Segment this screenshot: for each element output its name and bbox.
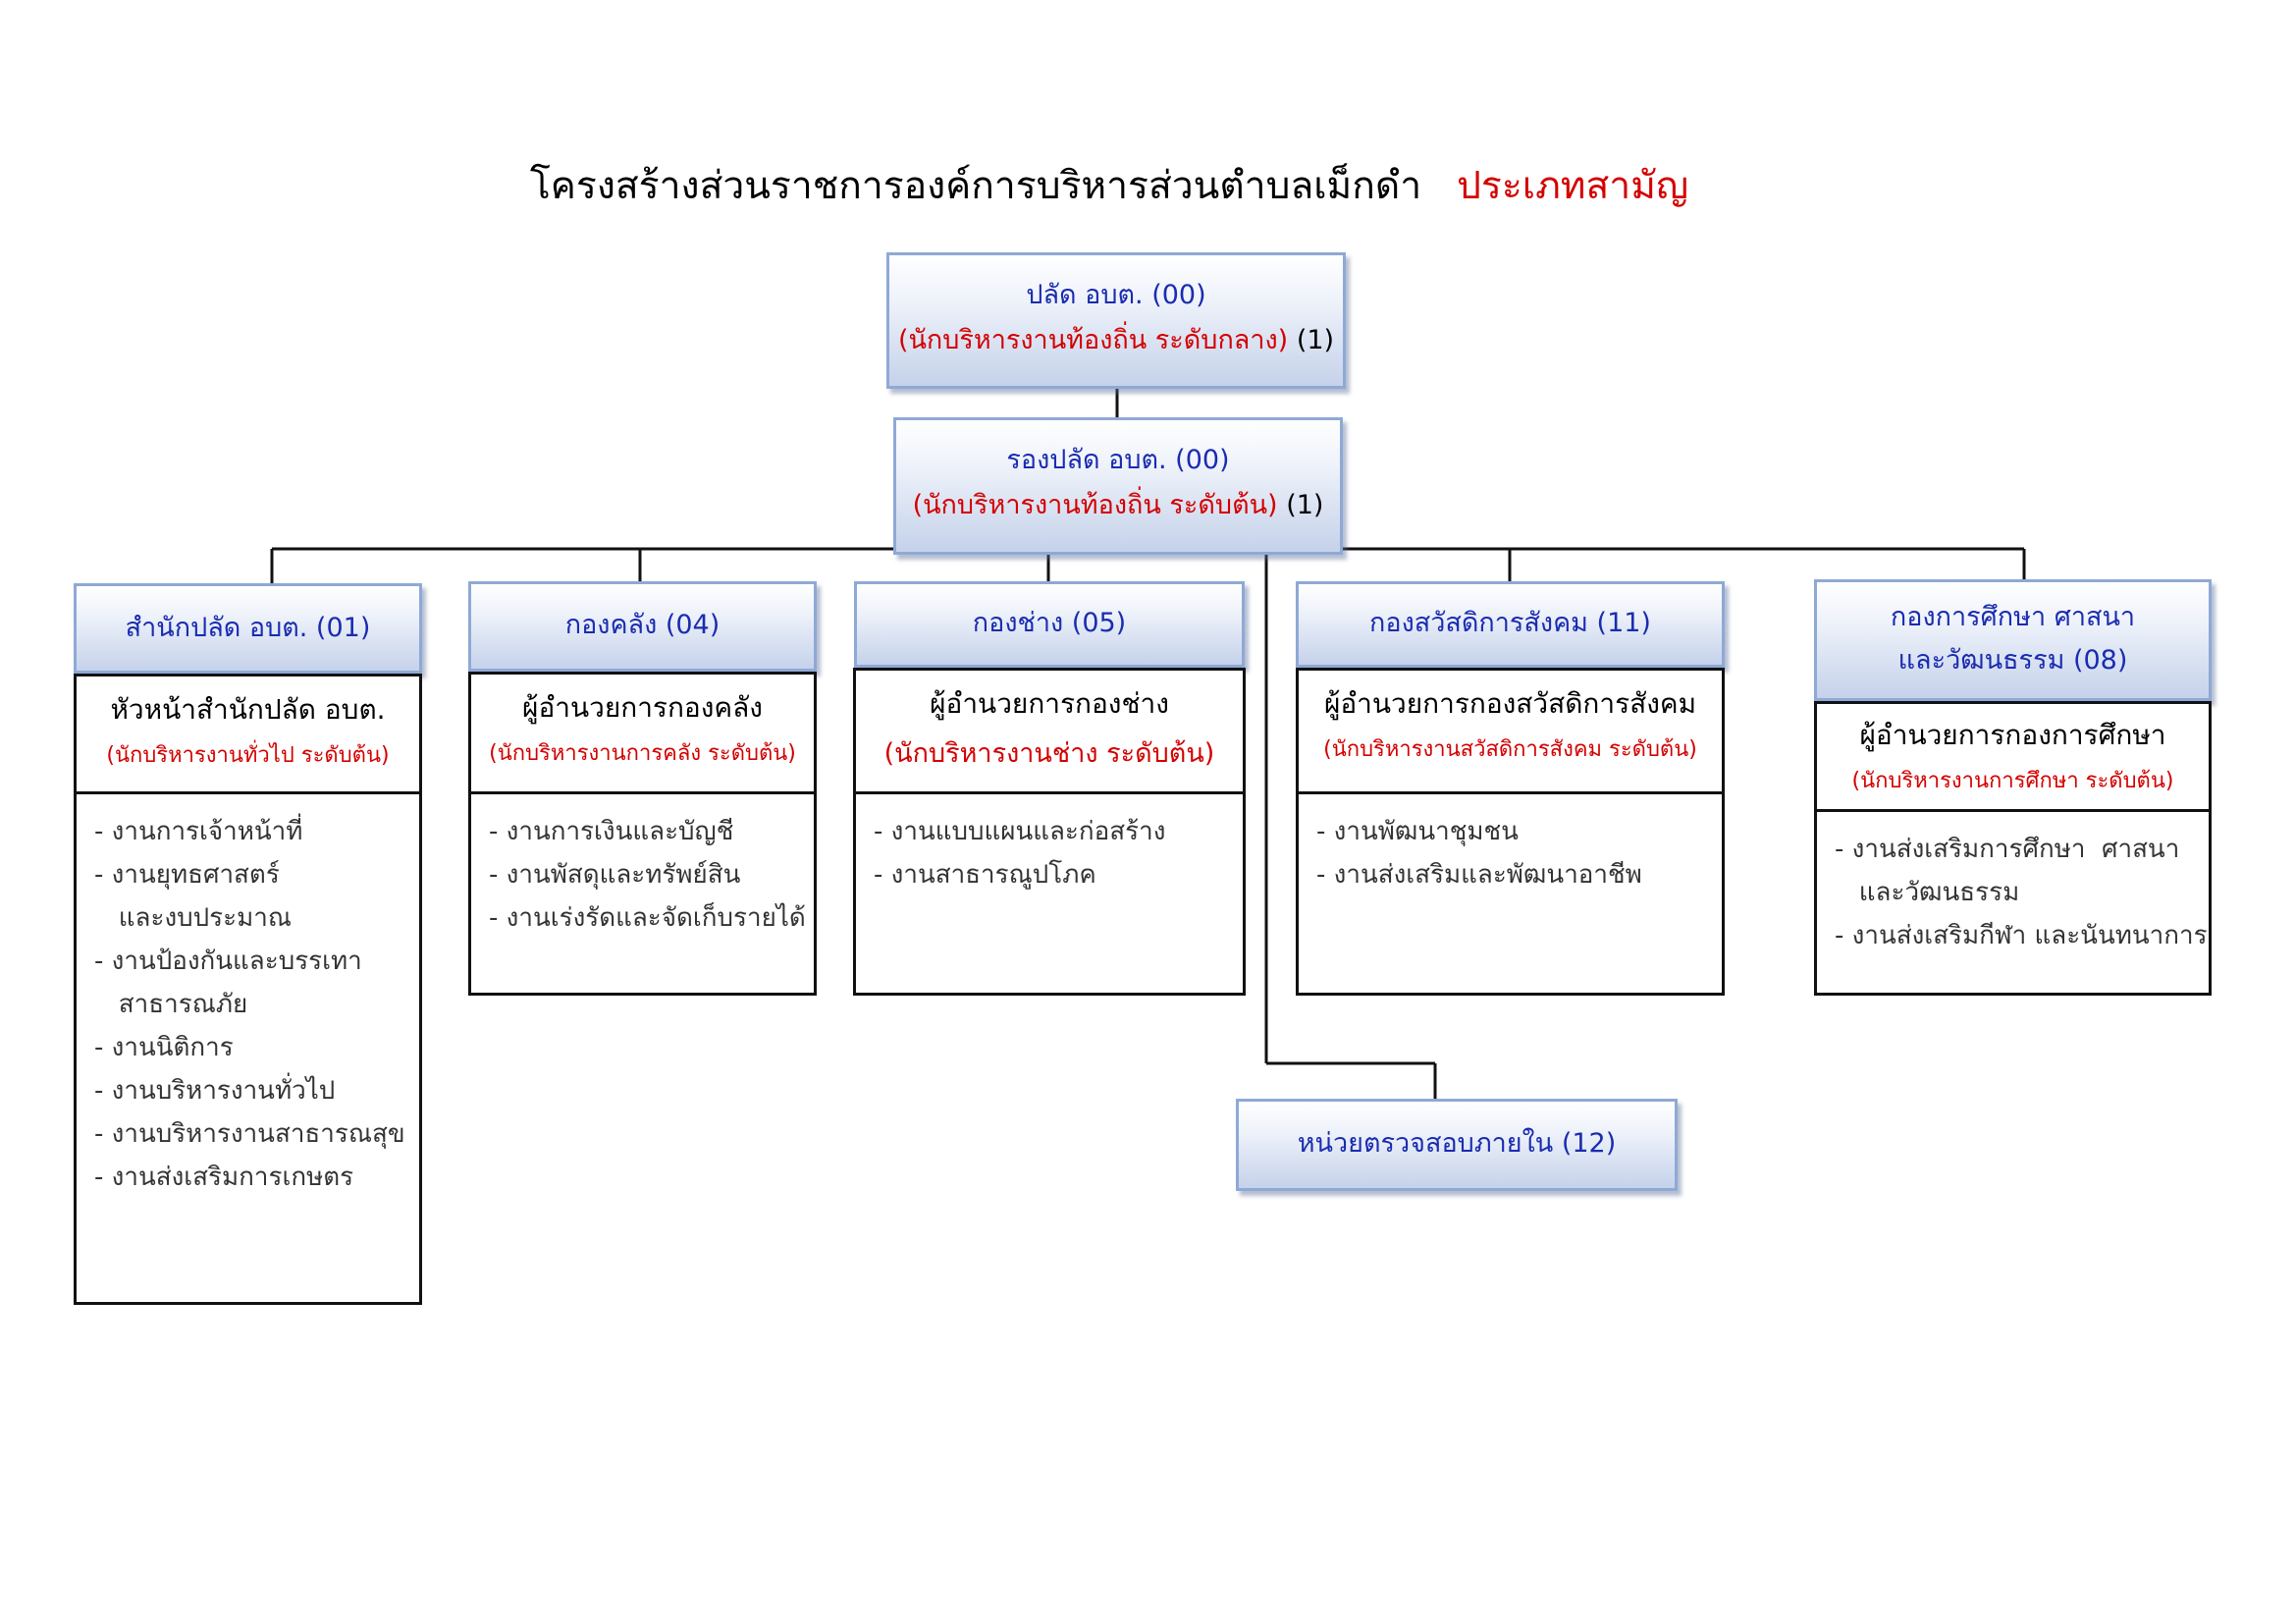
unit-head-title: ผู้อำนวยการกองการศึกษา	[1859, 719, 2166, 751]
unit-head: ผู้อำนวยการกองช่าง (นักบริหารงานช่าง ระด…	[856, 671, 1243, 794]
task-item: - งานส่งเสริมการศึกษา ศาสนา	[1835, 835, 2180, 864]
unit-task-list: - งานการเจ้าหน้าที่ - งานยุทธศาสตร์ และง…	[77, 794, 419, 1199]
unit-header-office-of-clerk: สำนักปลัด อบต. (01)	[74, 583, 422, 674]
unit-head-level: (นักบริหารงานทั่วไป ระดับต้น)	[106, 743, 390, 768]
unit-name-line1: กองการศึกษา ศาสนา	[1890, 602, 2136, 632]
unit-head: ผู้อำนวยการกองสวัสดิการสังคม (นักบริหารง…	[1299, 671, 1722, 794]
task-item: - งานส่งเสริมกีฬา และนันทนาการ	[1835, 921, 2208, 950]
audit-unit-name: หน่วยตรวจสอบภายใน (12)	[1297, 1128, 1617, 1159]
unit-name: กองช่าง (05)	[972, 608, 1127, 638]
title-main: โครงสร้างส่วนราชการองค์การบริหารส่วนตำบล…	[529, 164, 1422, 208]
unit-head-title: ผู้อำนวยการกองคลัง	[522, 691, 763, 724]
deputy-box: รองปลัด อบต. (00) (นักบริหารงานท้องถิ่น …	[893, 417, 1343, 555]
deputy-title: รองปลัด อบต. (00)	[1006, 445, 1230, 475]
unit-head: ผู้อำนวยการกองคลัง (นักบริหารงานการคลัง …	[471, 675, 814, 794]
task-item: - งานเร่งรัดและจัดเก็บรายได้	[489, 903, 806, 933]
task-item: - งานพัสดุและทรัพย์สิน	[489, 860, 741, 890]
unit-head-level: (นักบริหารงานการคลัง ระดับต้น)	[489, 741, 796, 766]
task-item: - งานส่งเสริมการเกษตร	[94, 1163, 354, 1192]
unit-panel-education: ผู้อำนวยการกองการศึกษา (นักบริหารงานการศ…	[1814, 701, 2212, 996]
task-item: - งานแบบแผนและก่อสร้าง	[874, 817, 1166, 846]
unit-head-title: ผู้อำนวยการกองช่าง	[930, 687, 1169, 720]
task-item: สาธารณภัย	[94, 990, 248, 1019]
task-item: - งานการเจ้าหน้าที่	[94, 817, 303, 846]
deputy-count: (1)	[1286, 490, 1324, 520]
task-item: - งานสาธารณูปโภค	[874, 860, 1096, 890]
unit-name: สำนักปลัด อบต. (01)	[125, 613, 371, 643]
chief-title: ปลัด อบต. (00)	[1026, 280, 1206, 310]
unit-head-level: (นักบริหารงานการศึกษา ระดับต้น)	[1851, 769, 2174, 793]
unit-name: กองคลัง (04)	[564, 610, 721, 640]
unit-panel-engineering: ผู้อำนวยการกองช่าง (นักบริหารงานช่าง ระด…	[853, 668, 1246, 996]
task-item: - งานบริหารงานสาธารณสุข	[94, 1119, 405, 1149]
chief-subtitle: (นักบริหารงานท้องถิ่น ระดับกลาง)	[897, 325, 1289, 355]
task-item: - งานบริหารงานทั่วไป	[94, 1076, 336, 1106]
unit-header-engineering: กองช่าง (05)	[854, 581, 1245, 668]
title-type: ประเภทสามัญ	[1457, 164, 1689, 208]
unit-head: ผู้อำนวยการกองการศึกษา (นักบริหารงานการศ…	[1817, 704, 2209, 812]
audit-unit-box: หน่วยตรวจสอบภายใน (12)	[1236, 1099, 1678, 1191]
task-item: - งานพัฒนาชุมชน	[1316, 817, 1519, 846]
unit-head-level: (นักบริหารงานช่าง ระดับต้น)	[883, 738, 1215, 769]
unit-head-level: (นักบริหารงานสวัสดิการสังคม ระดับต้น)	[1323, 737, 1697, 762]
task-item: - งานส่งเสริมและพัฒนาอาชีพ	[1316, 860, 1642, 890]
task-item: - งานป้องกันและบรรเทา	[94, 947, 362, 976]
deputy-subtitle: (นักบริหารงานท้องถิ่น ระดับต้น)	[912, 490, 1278, 520]
task-item: - งานนิติการ	[94, 1033, 234, 1062]
unit-panel-finance: ผู้อำนวยการกองคลัง (นักบริหารงานการคลัง …	[468, 672, 817, 996]
unit-head: หัวหน้าสำนักปลัด อบต. (นักบริหารงานทั่วไ…	[77, 677, 419, 794]
unit-header-social-welfare: กองสวัสดิการสังคม (11)	[1296, 581, 1725, 668]
unit-head-title: ผู้อำนวยการกองสวัสดิการสังคม	[1323, 687, 1697, 720]
unit-name-line2: และวัฒนธรรม (08)	[1897, 645, 2128, 676]
page-title: โครงสร้างส่วนราชการองค์การบริหารส่วนตำบล…	[0, 155, 2218, 216]
unit-panel-social-welfare: ผู้อำนวยการกองสวัสดิการสังคม (นักบริหารง…	[1296, 668, 1725, 996]
unit-task-list: - งานส่งเสริมการศึกษา ศาสนา และวัฒนธรรม …	[1817, 812, 2209, 957]
unit-task-list: - งานแบบแผนและก่อสร้าง - งานสาธารณูปโภค	[856, 794, 1243, 896]
task-item: - งานการเงินและบัญชี	[489, 817, 734, 846]
unit-task-list: - งานพัฒนาชุมชน - งานส่งเสริมและพัฒนาอาช…	[1299, 794, 1722, 896]
unit-task-list: - งานการเงินและบัญชี - งานพัสดุและทรัพย์…	[471, 794, 814, 940]
unit-panel-office-of-clerk: หัวหน้าสำนักปลัด อบต. (นักบริหารงานทั่วไ…	[74, 674, 422, 1305]
task-item: และงบประมาณ	[94, 903, 292, 933]
chief-count: (1)	[1296, 325, 1335, 355]
unit-header-finance: กองคลัง (04)	[468, 581, 817, 672]
unit-header-education: กองการศึกษา ศาสนา และวัฒนธรรม (08)	[1814, 579, 2212, 701]
task-item: - งานยุทธศาสตร์	[94, 860, 280, 890]
unit-name: กองสวัสดิการสังคม (11)	[1369, 608, 1651, 638]
task-item: และวัฒนธรรม	[1835, 878, 2020, 907]
unit-head-title: หัวหน้าสำนักปลัด อบต.	[110, 693, 386, 726]
chief-box: ปลัด อบต. (00) (นักบริหารงานท้องถิ่น ระด…	[886, 252, 1346, 389]
